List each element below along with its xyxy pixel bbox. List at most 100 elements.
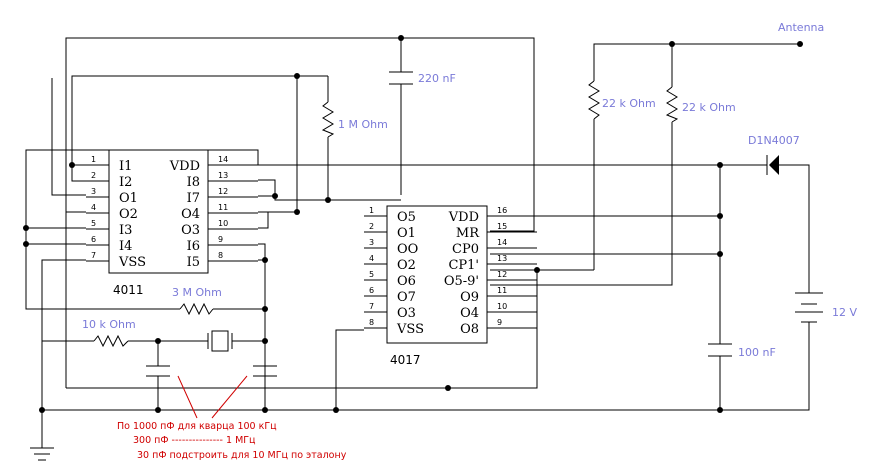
chip-4011-pin-number: 4 [91, 203, 96, 212]
crystal-capacitor-note: По 1000 пФ для кварца 100 кГц 300 пФ ---… [117, 375, 347, 461]
chip-4011-pin-number: 9 [218, 235, 223, 244]
junction-dot [717, 251, 723, 257]
junction-dot [155, 407, 161, 413]
resistor-1m: 1 M Ohm [321, 101, 388, 138]
junction-dot [717, 407, 723, 413]
chip-4011-pin-number: 14 [218, 155, 228, 164]
chip-4017-pin-label: O9 [460, 290, 479, 305]
chip-4017-pin-label: VDD [448, 210, 479, 225]
chip-4011-pin-label: O3 [181, 223, 200, 238]
chip-4011-pin-label: I7 [187, 191, 200, 206]
chip-4017-pin-number: 16 [497, 206, 507, 215]
chip-4017-pin-number: 7 [369, 302, 374, 311]
capacitor-right [253, 365, 277, 377]
chip-4011-pin-number: 3 [91, 187, 96, 196]
junction-dot [155, 338, 161, 344]
resistor-10k-label: 10 k Ohm [82, 318, 136, 331]
junction-dot [797, 41, 803, 47]
junction-dot [445, 385, 451, 391]
diode-label: D1N4007 [748, 134, 800, 147]
chip-4017-pin-number: 8 [369, 318, 374, 327]
chip-4011-pin-label: VDD [169, 159, 200, 174]
chip-4011-pin-label: I2 [119, 175, 132, 190]
chip-4011-pin-number: 1 [91, 155, 96, 164]
chip-4017-pin-number: 14 [497, 238, 507, 247]
junction-dot [294, 209, 300, 215]
chip-4011-pin-label: I5 [187, 255, 200, 270]
chip-4017-pin-label: CP1' [448, 258, 479, 273]
chip-4017-pin-label: O1 [397, 226, 416, 241]
junction-dot [717, 213, 723, 219]
junction-dot [534, 267, 540, 273]
junction-dot [262, 338, 268, 344]
note-line-2: 300 пФ --------------- 1 МГц [133, 435, 256, 446]
chip-4017-pin-label: O5-9' [444, 274, 479, 289]
junction-dot [398, 35, 404, 41]
junction-dot [325, 197, 331, 203]
junction-dot [262, 306, 268, 312]
chip-4017-pin-number: 5 [369, 270, 374, 279]
note-line-1: По 1000 пФ для кварца 100 кГц [117, 421, 277, 432]
resistor-1m-label: 1 M Ohm [338, 118, 388, 131]
chip-4017-pin-number: 6 [369, 286, 374, 295]
chip-4011-pin-label: I6 [187, 239, 200, 254]
chip-4017-pin-label: O5 [397, 210, 416, 225]
chip-4017-pin-number: 9 [497, 318, 502, 327]
capacitor-100nf-label: 100 nF [738, 346, 776, 359]
chip-4017-pin-label: O3 [397, 306, 416, 321]
chip-4017-pin-number: 11 [497, 286, 507, 295]
chip-4011-pin-number: 6 [91, 235, 96, 244]
junction-dot [69, 162, 75, 168]
chip-4011-pin-label: O2 [119, 207, 138, 222]
junction-dot [669, 41, 675, 47]
chip-4011-pin-label: I1 [119, 159, 132, 174]
resistor-10k: 10 k Ohm [82, 318, 136, 348]
battery: 12 V [795, 292, 857, 323]
capacitor-left [146, 365, 170, 377]
chip-4017-pin-label: MR [456, 226, 480, 241]
chip-4011-pin-number: 5 [91, 219, 96, 228]
chip-4011-pin-number: 13 [218, 171, 228, 180]
chip-4017-pin-label: O8 [460, 322, 479, 337]
chip-4017-pin-label: O4 [460, 306, 479, 321]
chip-4011-pin-label: I8 [187, 175, 200, 190]
resistor-22k-a-label: 22 k Ohm [602, 97, 656, 110]
junction-dot [294, 73, 300, 79]
chip-4017-pin-label: VSS [396, 322, 424, 337]
chip-4011-pin-number: 10 [218, 219, 228, 228]
crystal [207, 330, 233, 352]
resistor-3m-label: 3 M Ohm [172, 286, 222, 299]
chip-4011-pin-number: 8 [218, 251, 223, 260]
chip-4011-pin-number: 12 [218, 187, 228, 196]
chip-4017-pin-number: 12 [497, 270, 507, 279]
diode: D1N4007 [748, 134, 800, 175]
chip-4017-pin-label: CP0 [452, 242, 479, 257]
resistor-22k-b: 22 k Ohm [665, 86, 736, 123]
chip-4011-name: 4011 [113, 283, 144, 297]
capacitor-220nf-label: 220 nF [418, 72, 456, 85]
chip-4017-pin-label: O2 [397, 258, 416, 273]
resistor-22k-a: 22 k Ohm [588, 80, 656, 120]
junction-dot [23, 225, 29, 231]
chip-4011-pin-label: I3 [119, 223, 132, 238]
resistor-3m: 3 M Ohm [172, 286, 222, 316]
chip-4017-pin-number: 13 [497, 254, 507, 263]
wires [25, 37, 810, 448]
antenna-label: Antenna [778, 21, 824, 34]
capacitor-220nf: 220 nF [389, 71, 456, 85]
chip-4017-pin-number: 4 [369, 254, 374, 263]
chip-4011-pin-number: 2 [91, 171, 96, 180]
note-line-3: 30 пФ подстроить для 10 МГц по эталону [137, 450, 347, 461]
chip-4017-pin-number: 1 [369, 206, 374, 215]
chip-4011-pin-number: 7 [91, 251, 96, 260]
chip-4017-pin-number: 15 [497, 222, 507, 231]
capacitor-100nf: 100 nF [708, 343, 776, 359]
chip-4011-pin-label: VSS [118, 255, 146, 270]
chip-4011-pin-label: I4 [119, 239, 132, 254]
resistor-22k-b-label: 22 k Ohm [682, 101, 736, 114]
chip-4017-pin-label: O7 [397, 290, 416, 305]
junction-dot [262, 407, 268, 413]
